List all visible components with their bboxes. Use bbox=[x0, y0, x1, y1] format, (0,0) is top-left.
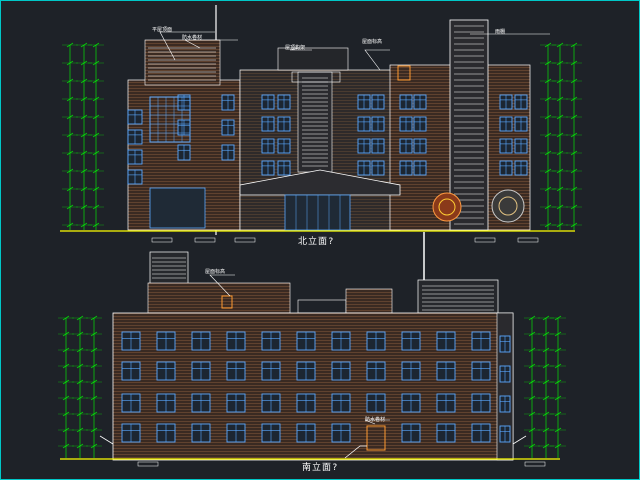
rear-roof-block-2 bbox=[345, 288, 393, 314]
elevation-tag bbox=[474, 237, 496, 243]
elevation-tag bbox=[234, 237, 256, 243]
roof-door bbox=[397, 65, 411, 81]
rear-window-grid bbox=[121, 331, 511, 443]
rear-roof-tower bbox=[149, 251, 189, 285]
front-dimension-marks bbox=[62, 42, 582, 230]
elevation-tag bbox=[194, 237, 216, 243]
elevation-tag bbox=[151, 237, 173, 243]
rear-label-1: 屋面标高 bbox=[205, 269, 226, 275]
front-elevation-caption: 北立面? bbox=[298, 237, 335, 247]
leader-line bbox=[209, 274, 235, 297]
curtain-window-grid bbox=[150, 97, 190, 142]
left-tower-wall bbox=[144, 39, 221, 86]
rear-tower-louvers bbox=[152, 257, 186, 279]
left-tower-louvers bbox=[148, 47, 216, 81]
stair-tower bbox=[449, 19, 489, 231]
leader-line bbox=[289, 47, 312, 51]
rear-leaders bbox=[137, 274, 546, 467]
tree-symbol-right bbox=[491, 189, 525, 223]
rear-roof-railing bbox=[297, 299, 347, 314]
roof-pavilion bbox=[277, 47, 349, 71]
front-label-1: 平屋顶面 bbox=[152, 27, 173, 33]
leader-line bbox=[364, 49, 390, 71]
tree-symbol-left bbox=[432, 192, 462, 222]
front-label-3: 屋顶构架 bbox=[285, 45, 306, 51]
front-windows bbox=[127, 94, 528, 185]
entrance-grid bbox=[295, 195, 341, 230]
rear-dimension-marks bbox=[58, 315, 566, 458]
front-leaders bbox=[151, 31, 550, 243]
front-elevation bbox=[60, 5, 582, 243]
rear-label-2: 防水卷材 bbox=[365, 417, 386, 423]
leader-line bbox=[159, 31, 215, 61]
lobby-glazing-left bbox=[149, 187, 206, 229]
front-label-5: 雨棚 bbox=[495, 29, 506, 35]
front-label-4: 屋面标高 bbox=[362, 39, 383, 45]
elevation-tag bbox=[524, 461, 546, 467]
entrance-canopy bbox=[239, 169, 401, 196]
rear-roof-louver-frame bbox=[417, 279, 499, 314]
rear-elevation-caption: 南立面? bbox=[302, 463, 339, 473]
rear-elevation bbox=[58, 251, 566, 467]
rear-steps bbox=[344, 445, 367, 459]
rear-door bbox=[366, 425, 386, 451]
stair-tower-rungs bbox=[454, 25, 484, 225]
elevation-tag bbox=[517, 237, 539, 243]
curtain-window bbox=[149, 96, 191, 143]
rear-roof-louvers bbox=[422, 285, 494, 311]
roof-railing bbox=[291, 71, 341, 83]
front-label-2: 防水卷材 bbox=[182, 35, 203, 41]
elevation-tag bbox=[137, 461, 159, 467]
rear-roof-door bbox=[221, 295, 233, 309]
center-stair-rungs bbox=[302, 77, 328, 167]
rear-roof-block bbox=[147, 282, 291, 314]
leader-line bbox=[184, 39, 238, 49]
leader-line bbox=[364, 419, 390, 425]
